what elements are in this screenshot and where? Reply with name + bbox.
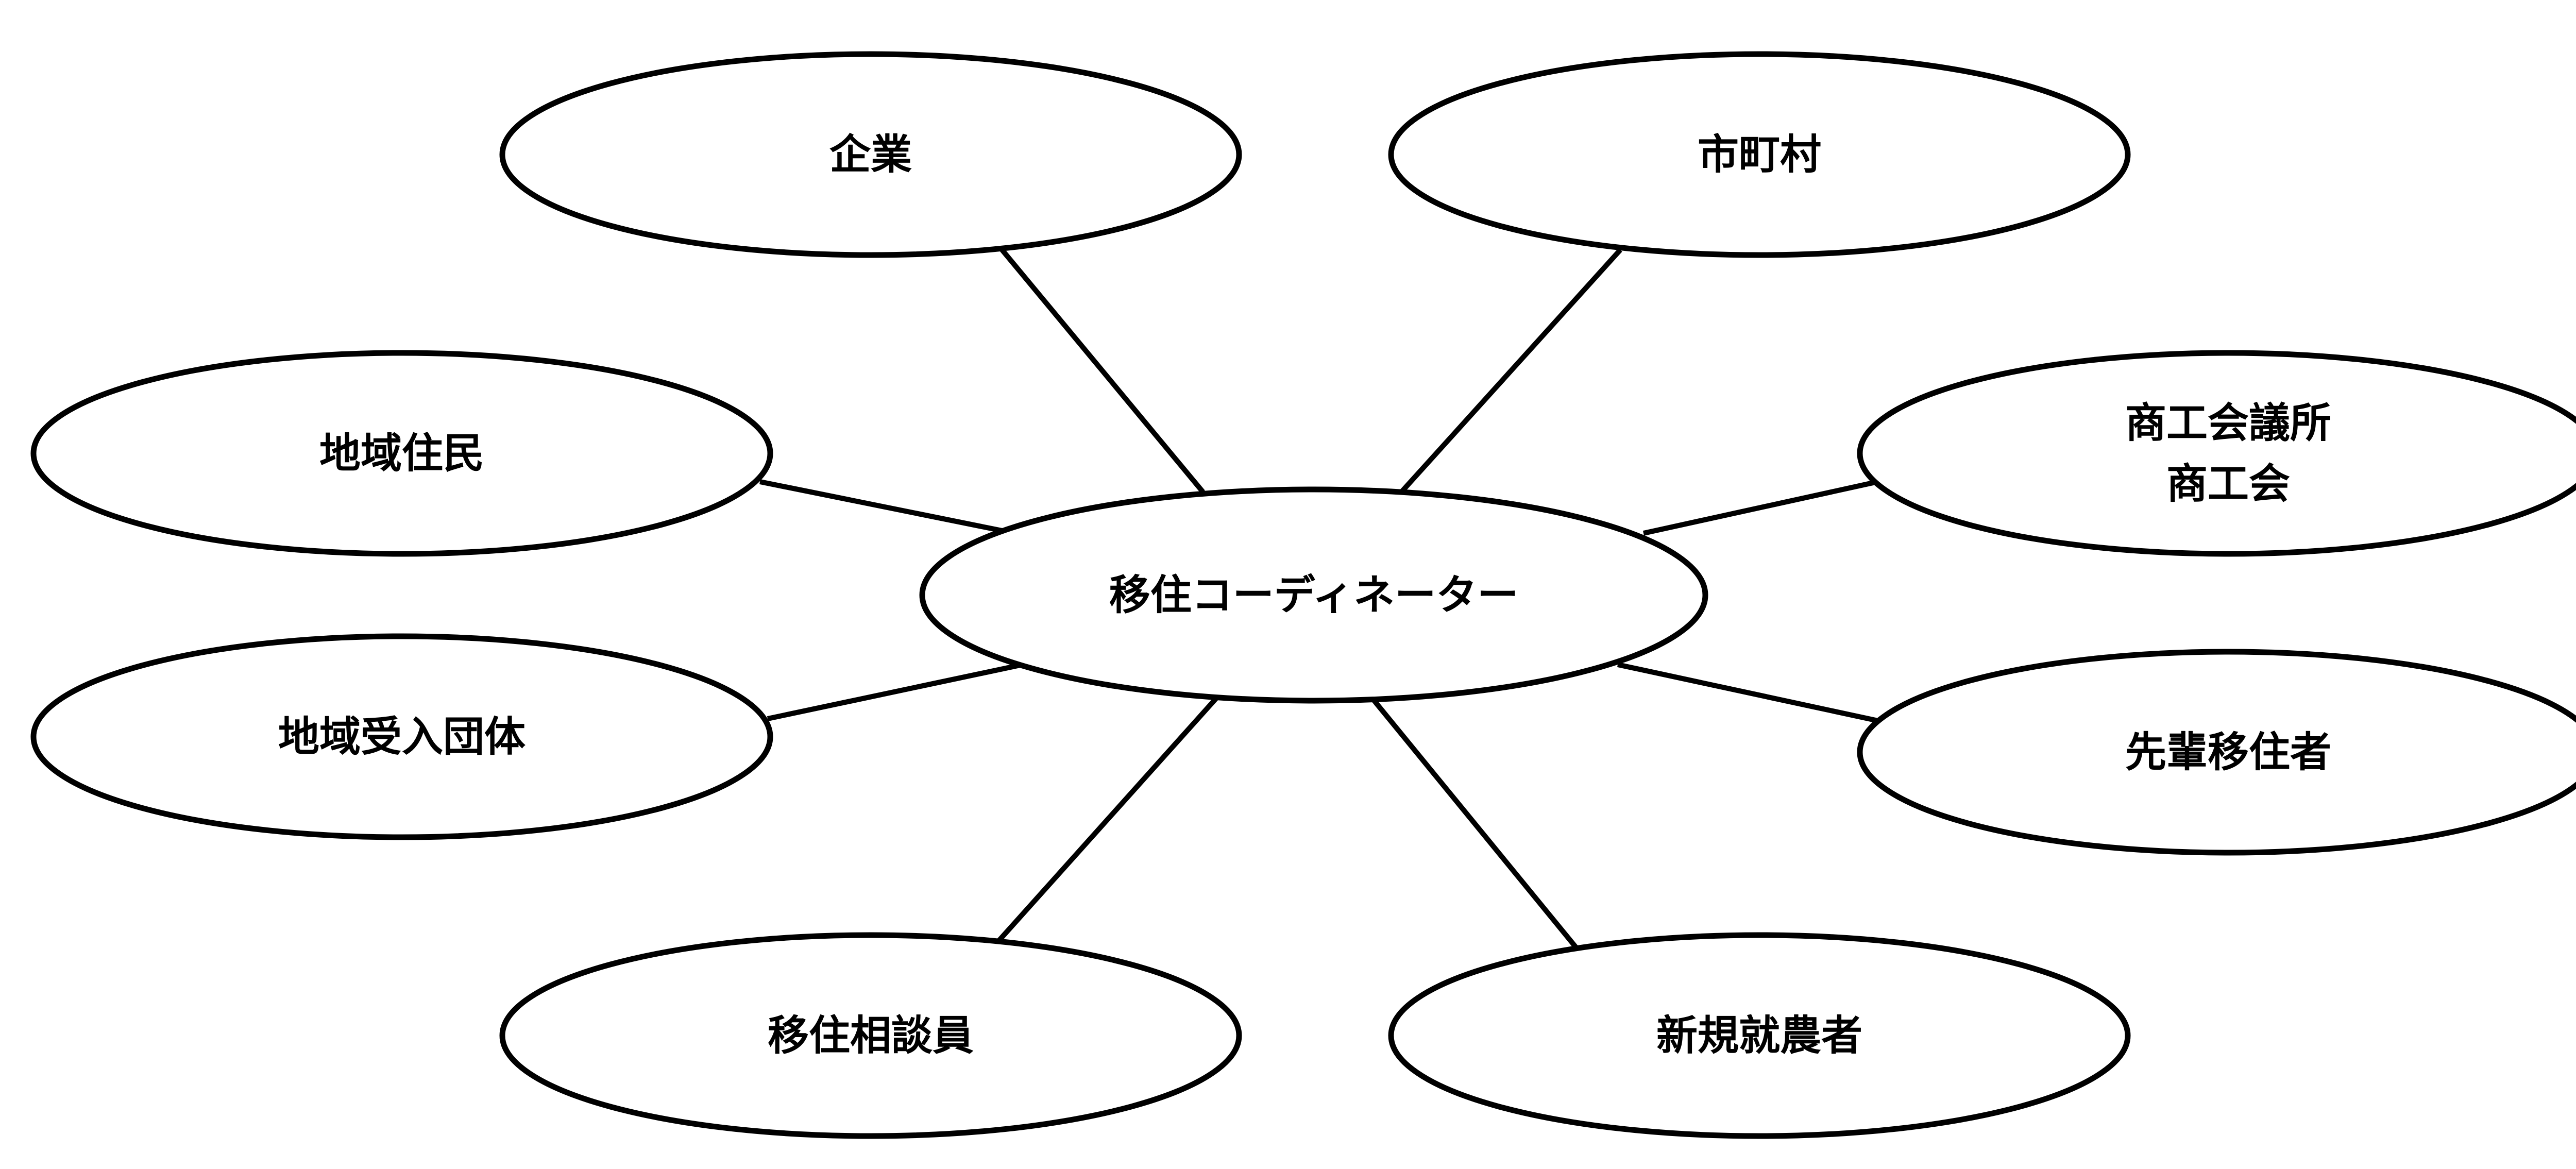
node-local-host-group: 地域受入団体 (30, 633, 773, 840)
node-company-label: 企業 (829, 131, 912, 179)
node-migration-advisor-label: 移住相談員 (768, 1012, 974, 1060)
node-local-residents: 地域住民 (30, 350, 773, 557)
connector-migration-advisor (995, 691, 1223, 945)
center-node: 移住コーディネーター (919, 486, 1708, 704)
node-senior-migrants: 先輩移住者 (1857, 649, 2576, 856)
node-local-host-group-ellipse (30, 633, 773, 840)
node-company-ellipse (499, 51, 1242, 258)
node-chamber-commerce-label: 商工会議所 (2125, 399, 2331, 447)
connector-senior-migrants (1617, 662, 1882, 724)
node-migration-advisor-ellipse (499, 932, 1242, 1139)
center-node-label: 移住コーディネーター (1109, 571, 1518, 619)
connector-municipality (1399, 248, 1622, 494)
node-municipality-ellipse (1388, 51, 2131, 258)
node-local-residents-label: 地域住民 (319, 430, 484, 478)
connector-chamber-commerce (1642, 479, 1879, 536)
center-node-ellipse (919, 486, 1708, 704)
node-new-farmers: 新規就農者 (1388, 932, 2131, 1139)
node-municipality: 市町村 (1388, 51, 2131, 258)
connector-new-farmers (1366, 691, 1579, 950)
node-migration-advisor: 移住相談員 (499, 932, 1242, 1139)
node-company: 企業 (499, 51, 1242, 258)
connector-local-host-group (767, 662, 1024, 721)
node-chamber-commerce-ellipse (1857, 350, 2576, 557)
node-chamber-commerce-label: 商工会 (2166, 460, 2290, 508)
connector-company (1000, 248, 1205, 494)
connector-local-residents (759, 479, 1003, 533)
node-new-farmers-ellipse (1388, 932, 2131, 1139)
node-local-residents-ellipse (30, 350, 773, 557)
node-senior-migrants-label: 先輩移住者 (2125, 728, 2331, 776)
node-local-host-group-label: 地域受入団体 (278, 713, 526, 761)
node-senior-migrants-ellipse (1857, 649, 2576, 856)
node-municipality-label: 市町村 (1698, 131, 1821, 179)
connectors (759, 248, 1882, 950)
node-new-farmers-label: 新規就農者 (1656, 1012, 1862, 1060)
